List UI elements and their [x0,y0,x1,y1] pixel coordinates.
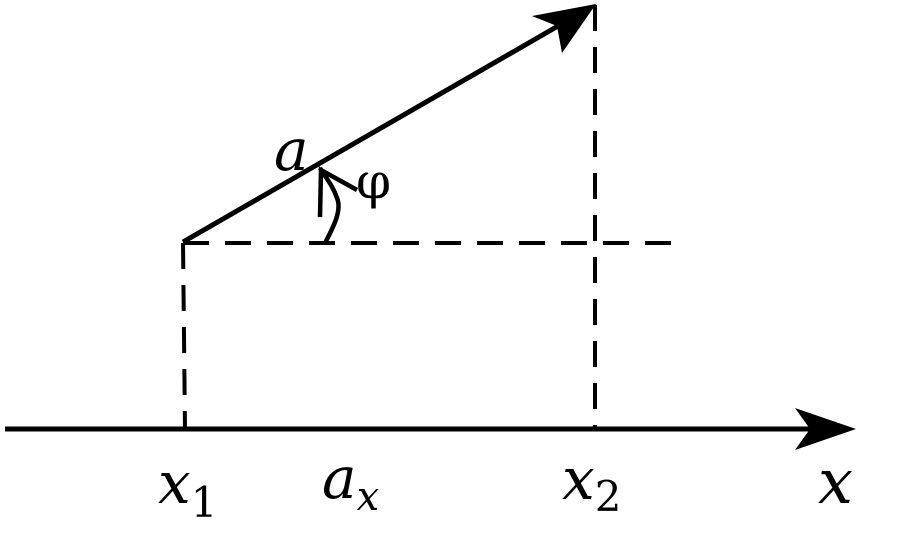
x2-label-subscript: 2 [595,472,622,521]
projection-label-base: a [322,444,357,512]
angle-arc-icon [318,166,341,245]
axis-label: x [818,445,853,518]
angle-arc-arrowhead-icon [317,166,359,218]
x2-label: x2 [562,445,621,521]
x2-label-base: x [562,445,595,513]
projection-line-x1 [181,242,187,430]
projection-label: ax [322,444,379,520]
vector-a-shaft [181,19,567,245]
vector-label: a [274,116,309,184]
x-axis-arrowhead-icon [795,408,856,450]
x1-label: x1 [158,449,217,527]
vector-a-arrowhead-icon [532,4,596,53]
projection-label-subscript: x [357,474,380,520]
x1-label-base: x [158,449,191,517]
x1-label-subscript: 1 [191,478,218,527]
angle-label: φ [356,152,391,210]
